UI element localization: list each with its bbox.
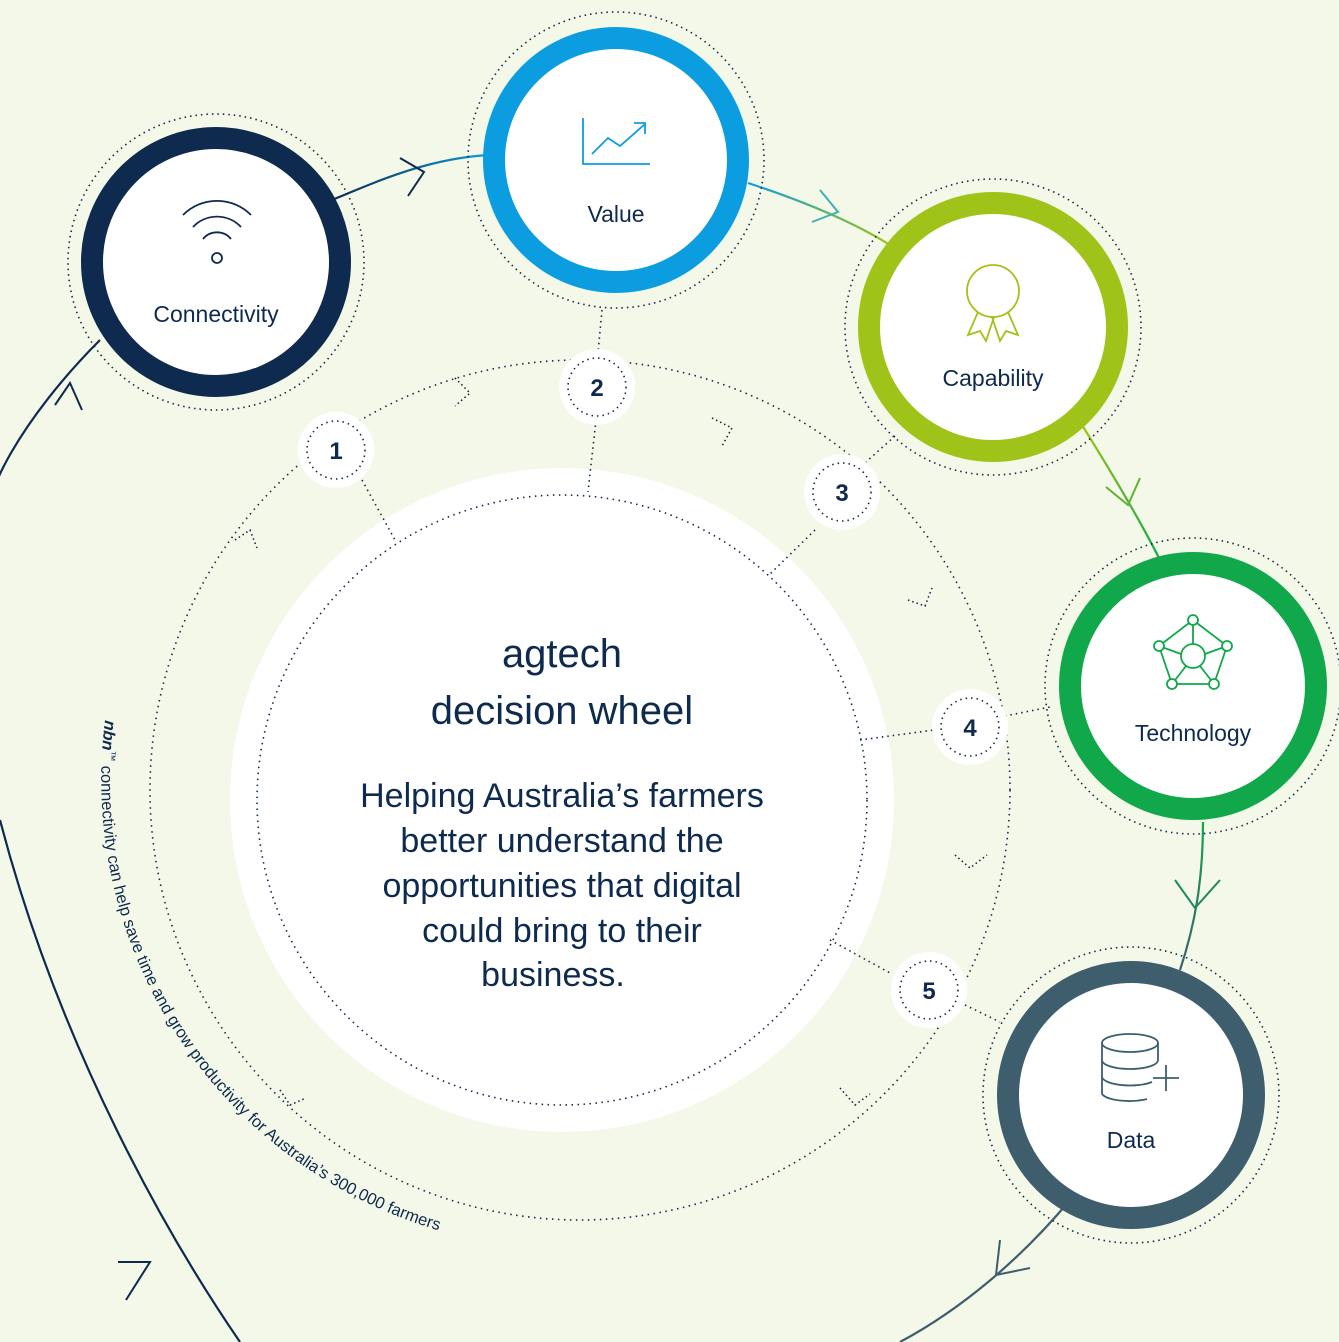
wifi-icon: [182, 199, 252, 264]
arc-tagline-brand: nbn: [98, 719, 119, 751]
center-circle-dotted: [256, 494, 868, 1106]
description-line-5: business.: [481, 956, 625, 994]
connector-technology-data: [1178, 821, 1205, 971]
node-data: Data: [982, 946, 1280, 1244]
description-line-4: could bring to their: [422, 912, 702, 950]
step-number: 5: [922, 978, 935, 1005]
node-label: Capability: [943, 365, 1044, 391]
node-technology: Technology: [1044, 537, 1339, 835]
step-number: 2: [590, 375, 603, 402]
outer-arc-bottom: [0, 819, 241, 1342]
connector-connectivity-value: [331, 153, 491, 202]
award-ribbon-icon: [966, 264, 1020, 344]
description-line-2: better understand the: [400, 822, 723, 860]
outer-arrow-right: [994, 1239, 1031, 1277]
inner-dotted-ring: [149, 359, 1011, 1221]
arc-tagline-trademark: ™: [105, 750, 118, 762]
arrow-connectivity-value: [399, 157, 426, 197]
outer-arrow-bottom: [118, 1261, 152, 1301]
connector-capability-technology: [1081, 424, 1161, 561]
connector-value-capability: [747, 181, 891, 246]
step-badge-5: 5: [891, 952, 967, 1028]
node-label: Value: [587, 201, 644, 227]
step-badge-4: 4: [932, 689, 1008, 765]
node-label: Connectivity: [153, 301, 279, 327]
trending-chart-icon: [582, 118, 650, 165]
step-number: 3: [835, 480, 848, 507]
step-badge-1: 1: [298, 412, 374, 488]
node-label: Data: [1107, 1127, 1156, 1153]
node-connectivity: Connectivity: [67, 113, 365, 411]
arrow-capability-technology: [1105, 477, 1141, 507]
diagram-title-line-2: decision wheel: [431, 689, 693, 733]
description-line-1: Helping Australia’s farmers: [360, 777, 764, 815]
spokes: [361, 309, 1051, 1023]
description-line-3: opportunities that digital: [382, 867, 741, 905]
node-label: Technology: [1135, 720, 1252, 746]
node-value: Value: [467, 11, 765, 309]
outer-arrow-left: [54, 380, 83, 411]
step-badge-3: 3: [804, 454, 880, 530]
step-number: 4: [963, 715, 977, 742]
outer-arc-right: [899, 1199, 1071, 1342]
database-add-icon: [1101, 1033, 1179, 1102]
node-capability: Capability: [844, 178, 1142, 476]
network-pentagon-icon: [1153, 614, 1233, 690]
diagram-title-line-1: agtech: [502, 632, 622, 676]
step-number: 1: [329, 438, 342, 465]
arrow-value-capability: [811, 189, 840, 223]
step-badge-2: 2: [559, 349, 635, 425]
inner-ring-arrows: [234, 377, 988, 1107]
outer-arc-left: [0, 339, 101, 477]
arrow-technology-data: [1174, 879, 1221, 910]
